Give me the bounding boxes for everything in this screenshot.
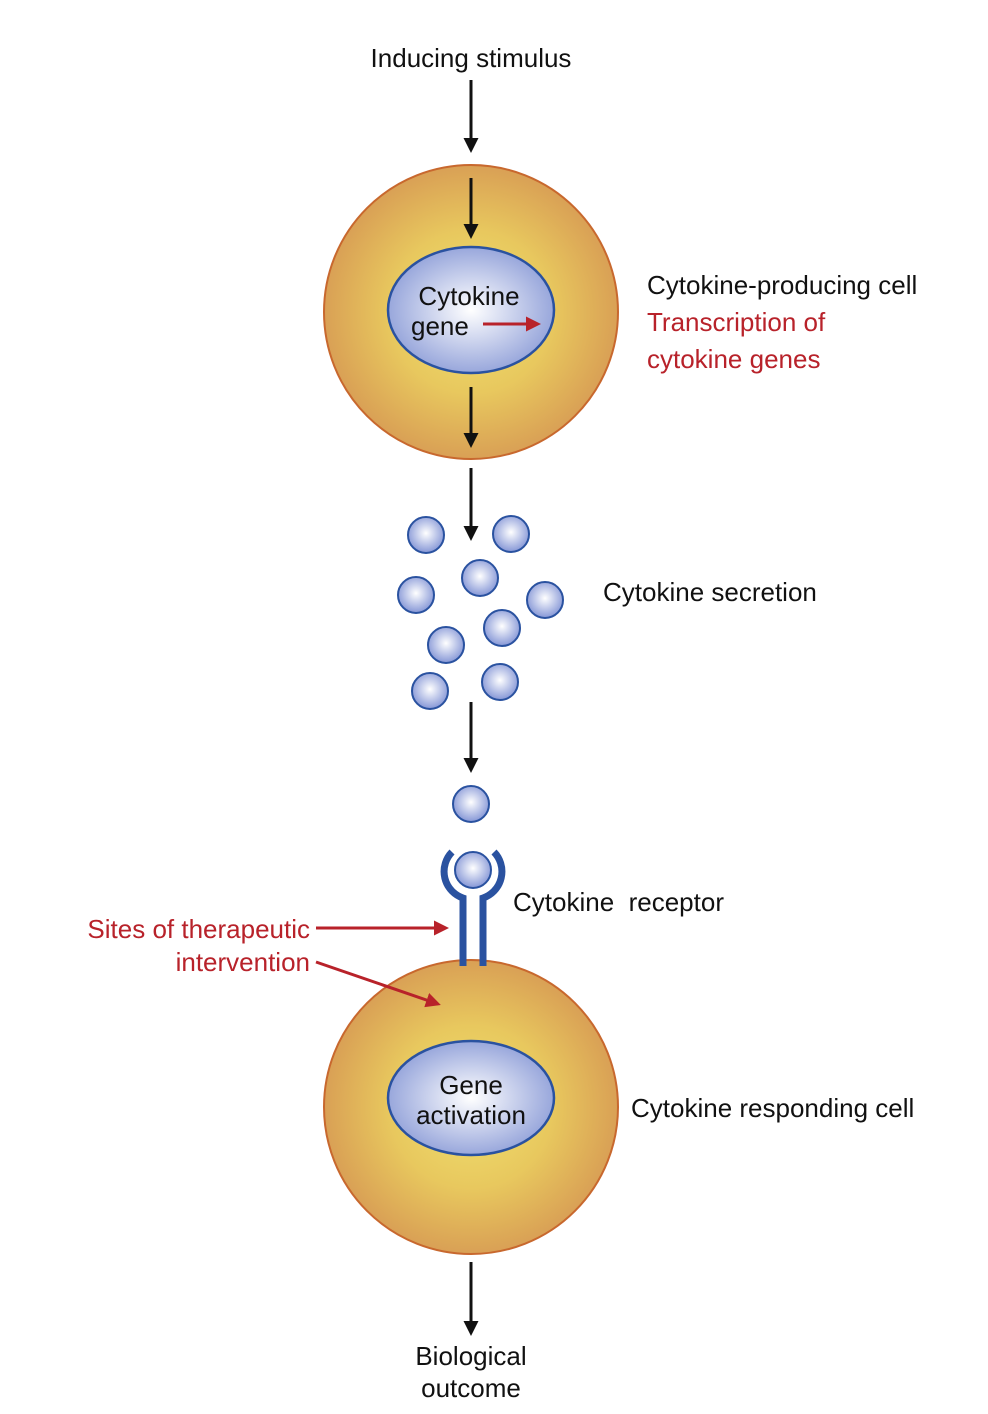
responding-cell-nucleus	[386, 1039, 556, 1157]
gene-activation-line1: Gene	[439, 1070, 503, 1100]
outcome-label-line2: outcome	[421, 1373, 521, 1403]
nucleus-label-line2: gene	[411, 311, 469, 341]
producing-cell-label: Cytokine-producing cell	[647, 270, 917, 300]
cytokine-molecule	[411, 672, 449, 710]
cytokine-molecule	[407, 516, 445, 554]
cytokine-molecule	[492, 515, 530, 553]
producing-cell-nucleus	[386, 245, 556, 375]
therapeutic-label-line1: Sites of therapeutic	[87, 914, 310, 944]
cytokine-receptor	[440, 849, 506, 966]
stimulus-label: Inducing stimulus	[371, 43, 572, 73]
transcription-label-line1: Transcription of	[647, 307, 826, 337]
secretion-label: Cytokine secretion	[603, 577, 817, 607]
cytokine-molecule	[397, 576, 435, 614]
intervention-arrow-signaling	[315, 960, 441, 1008]
transcription-label-line2: cytokine genes	[647, 344, 820, 374]
cytokine-molecule	[526, 581, 564, 619]
cytokine-molecule	[427, 626, 465, 664]
cytokine-molecule	[481, 663, 519, 701]
therapeutic-label-line2: intervention	[176, 947, 310, 977]
cytokine-molecule	[483, 609, 521, 647]
outcome-label-line1: Biological	[415, 1341, 526, 1371]
gene-activation-line2: activation	[416, 1100, 526, 1130]
cytokine-molecule	[452, 785, 490, 823]
bound-cytokine	[454, 851, 492, 889]
cytokine-molecule	[461, 559, 499, 597]
nucleus-label-line1: Cytokine	[418, 281, 519, 311]
receptor-label: Cytokine receptor	[513, 887, 724, 917]
responding-cell-label: Cytokine responding cell	[631, 1093, 914, 1123]
